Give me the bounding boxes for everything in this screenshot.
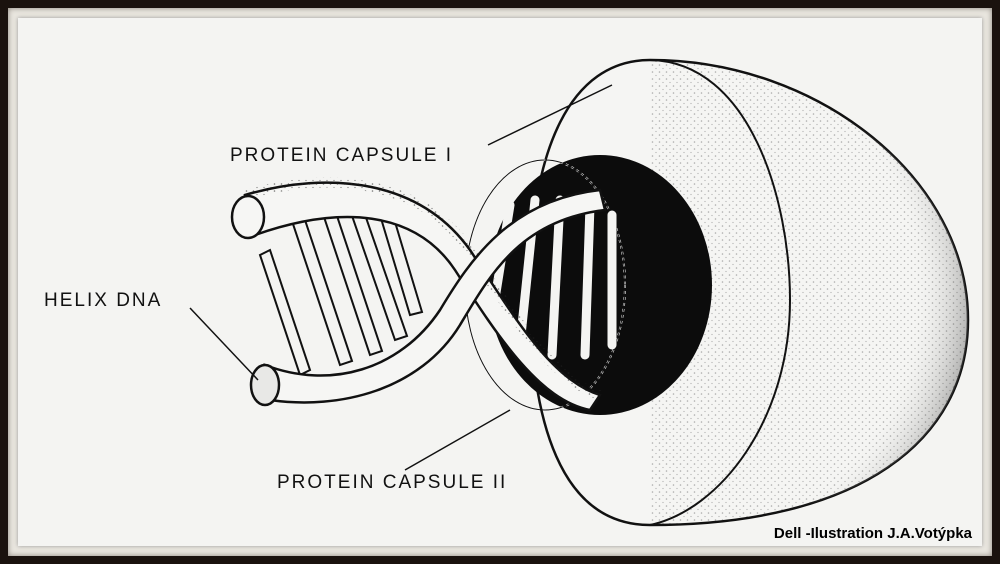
dna-helix bbox=[230, 177, 607, 412]
leader-lines bbox=[189, 84, 613, 471]
label-helix-dna: HELIX DNA bbox=[44, 290, 163, 311]
label-protein-capsule-2: PROTEIN CAPSULE II bbox=[277, 472, 508, 493]
label-protein-capsule-1: PROTEIN CAPSULE I bbox=[230, 145, 453, 166]
illustration-credit: Dell -Ilustration J.A.Votýpka bbox=[773, 525, 972, 542]
